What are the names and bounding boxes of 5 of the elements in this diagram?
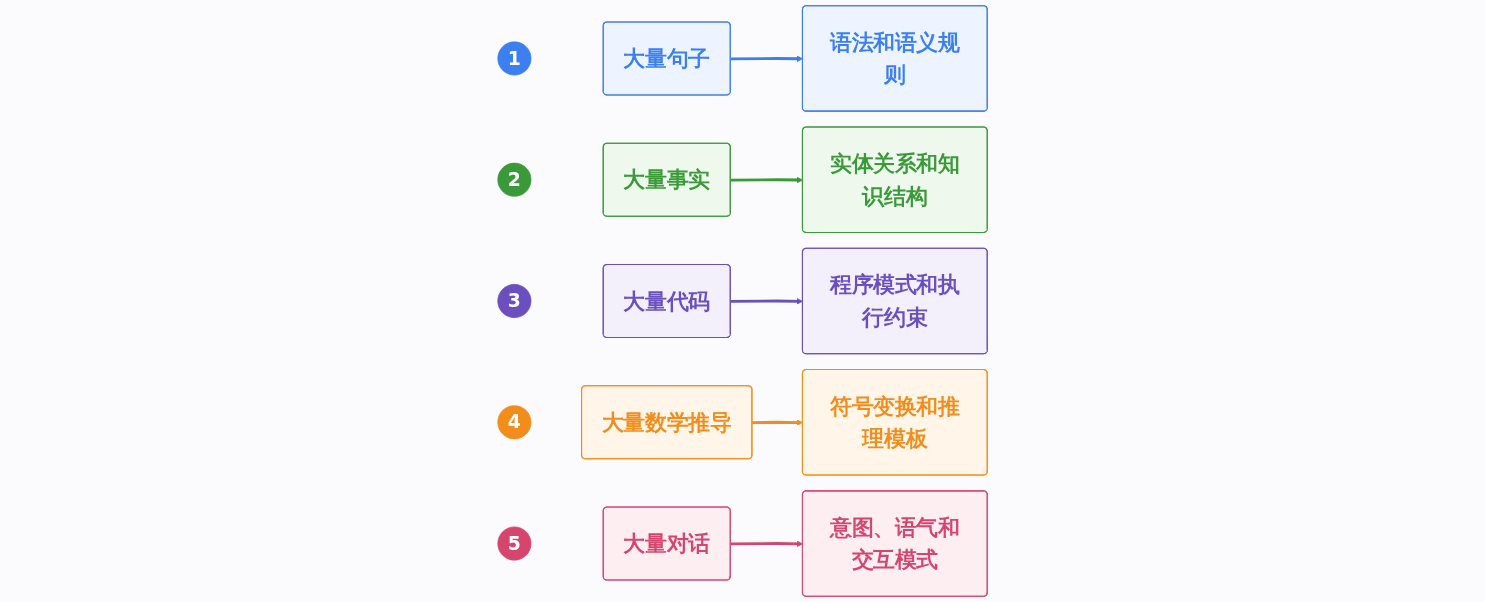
node-circle: 5 bbox=[497, 526, 532, 561]
node-circle: 4 bbox=[497, 405, 532, 440]
node-circle: 2 bbox=[497, 162, 532, 197]
node-circle: 1 bbox=[497, 41, 532, 76]
node-circle: 3 bbox=[497, 284, 532, 318]
